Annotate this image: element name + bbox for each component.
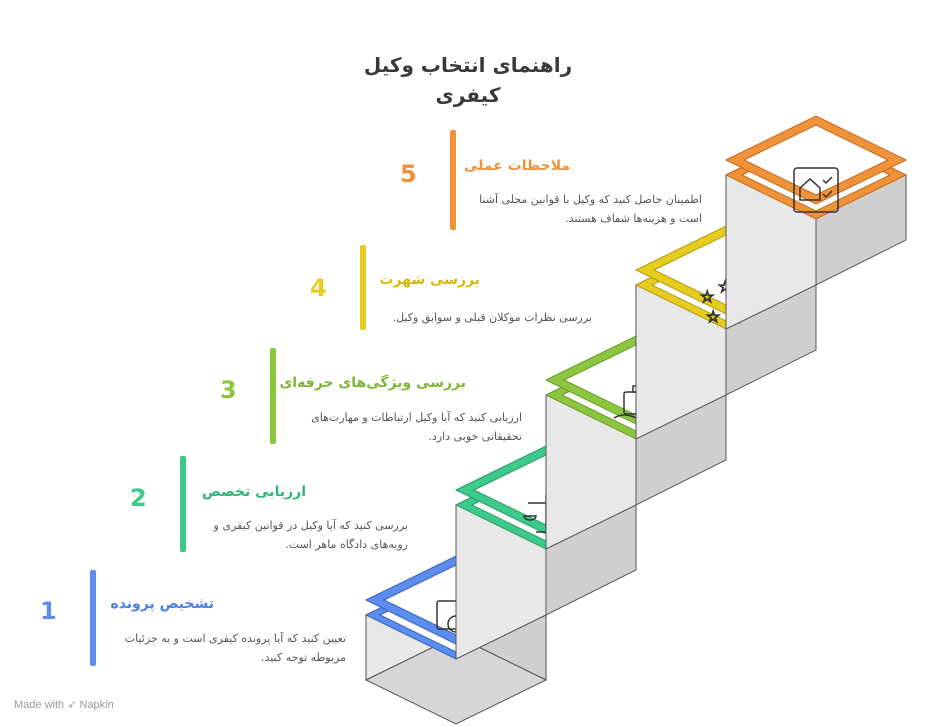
step-2-description: بررسی کنید که آیا وکیل در قوانین کیفری و… [213, 519, 408, 551]
step-2-bar [180, 456, 186, 552]
svg-text:☆: ☆ [700, 287, 714, 306]
step-5-number: 5 [400, 160, 417, 188]
step-1-description: تعیین کنید که آیا پرونده کیفری است و به … [124, 632, 346, 664]
step-4-heading: بررسی شهرت [379, 272, 480, 288]
step-1-number: 1 [40, 597, 57, 625]
step-2-number: 2 [130, 484, 147, 512]
step-3-number: 3 [220, 376, 237, 404]
stair-block-5 [724, 115, 908, 330]
home-checklist-icon [793, 167, 839, 213]
step-3-bar [270, 348, 276, 444]
step-4-description: بررسی نظرات موکلان قبلی و سوابق وکیل. [392, 311, 592, 324]
step-1-bar [90, 570, 96, 666]
title-line-2: کیفری [435, 83, 501, 107]
step-3-heading: بررسی ویژگی‌های حرفه‌ای [279, 375, 466, 391]
step-4-number: 4 [310, 274, 327, 302]
step-1-heading: تشخیص پرونده [110, 596, 214, 612]
title-line-1: راهنمای انتخاب وکیل [363, 53, 573, 77]
svg-text:☆: ☆ [706, 307, 720, 326]
step-5-description: اطمینان حاصل کنید که وکیل با قوانین محلی… [479, 193, 702, 225]
step-5-bar [450, 130, 456, 230]
step-4-bar [360, 245, 366, 330]
diagram-title: راهنمای انتخاب وکیل کیفری [300, 50, 636, 110]
step-3-description: ارزیابی کنید که آیا وکیل ارتباطات و مهار… [311, 411, 522, 443]
step-2-heading: ارزیابی تخصص [202, 484, 306, 500]
step-5-heading: ملاحظات عملی [463, 158, 570, 174]
napkin-watermark[interactable]: Made with ➶ Napkin [14, 699, 114, 711]
